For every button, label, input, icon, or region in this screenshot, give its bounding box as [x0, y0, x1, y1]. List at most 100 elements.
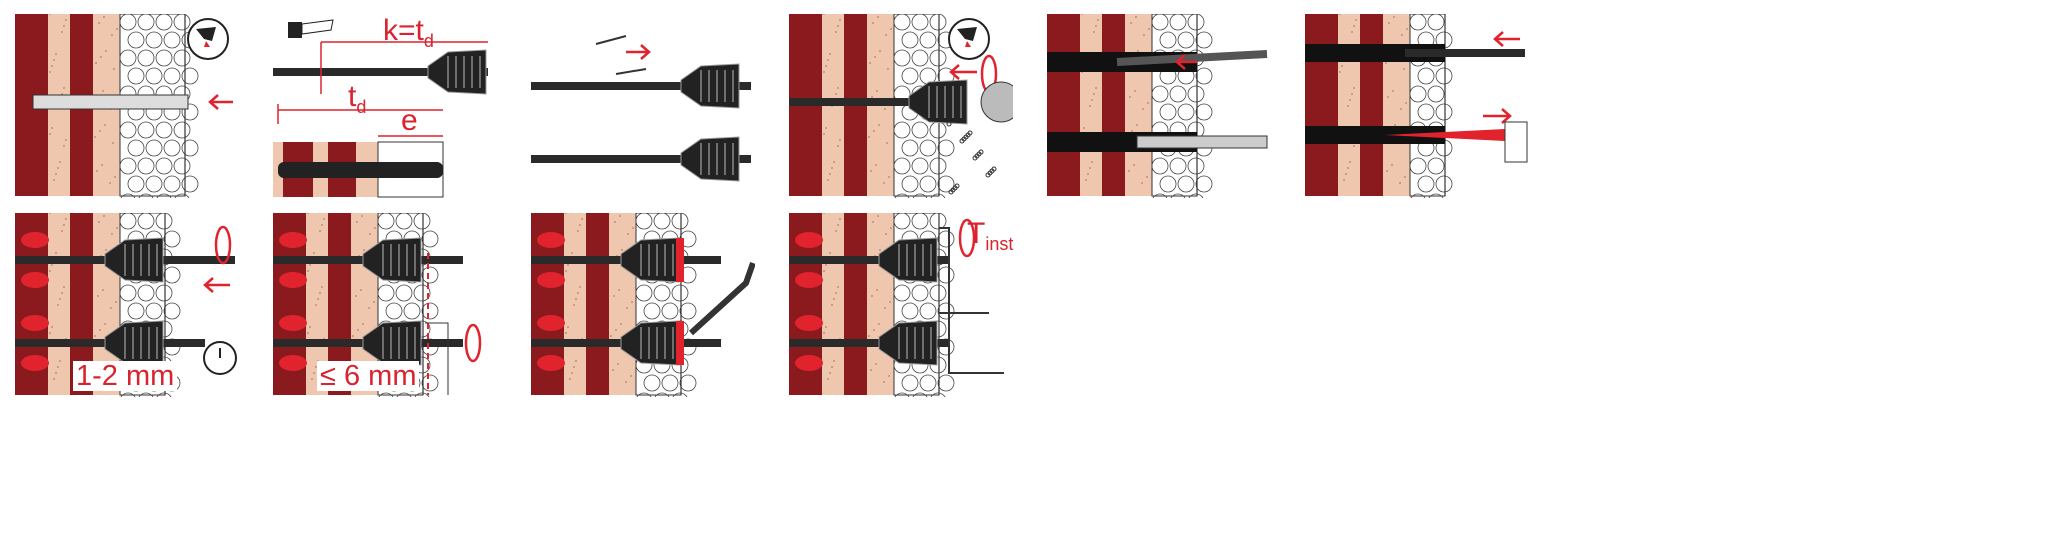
brick-speckle: [823, 14, 825, 15]
foam-bead: [173, 157, 191, 175]
foam-bead: [930, 392, 946, 397]
brick-speckle: [103, 215, 105, 217]
brick-layer: [867, 213, 894, 395]
brick-speckle: [627, 233, 629, 235]
brick-speckle: [575, 298, 577, 300]
foam-bead: [127, 302, 145, 320]
brick-speckle: [63, 224, 65, 226]
anchor-sleeve: [427, 49, 487, 95]
drill-hole: [1305, 44, 1445, 62]
brick-speckle: [1405, 102, 1407, 104]
brick-speckle: [96, 170, 98, 172]
brick-speckle: [1133, 164, 1135, 166]
brick-speckle: [99, 130, 101, 132]
brick-speckle: [839, 139, 841, 141]
foam-bead: [145, 67, 163, 85]
foam-bead: [395, 284, 413, 302]
step-5-panel: [1047, 14, 1271, 198]
brick-speckle: [53, 179, 55, 181]
foam-bead: [137, 157, 155, 175]
brick-speckle: [833, 298, 835, 300]
brick-speckle: [94, 335, 96, 337]
foam-bead: [635, 213, 653, 230]
step-3-drawing: [531, 35, 751, 182]
foam-bead: [1195, 67, 1213, 85]
foam-bead: [929, 157, 947, 175]
mortar-blob: [537, 232, 565, 248]
threaded-rod: [789, 98, 949, 106]
brick-speckle: [829, 372, 831, 374]
step-9-drawing: [531, 213, 755, 397]
foam-bead: [1410, 193, 1426, 198]
brick-speckle: [57, 304, 59, 306]
foam-bead: [937, 374, 955, 392]
brick-speckle: [632, 227, 634, 229]
foam-bead: [145, 302, 163, 320]
brick-speckle: [579, 224, 581, 226]
anchor-sleeve: [104, 237, 164, 283]
foam-bead: [930, 193, 946, 198]
foam-bead: [155, 14, 173, 31]
foam-bead: [1152, 193, 1168, 198]
foam-bead: [137, 213, 155, 230]
brick-speckle: [1097, 19, 1099, 21]
brick-speckle: [883, 381, 885, 383]
brick-speckle: [889, 301, 891, 303]
brick-speckle: [55, 53, 57, 55]
foam-bead: [1195, 31, 1213, 49]
foam-bead: [937, 230, 955, 248]
step-4-panel: [789, 14, 1013, 198]
brick-speckle: [825, 264, 827, 266]
foam-bead: [654, 392, 670, 397]
brick-layer: [844, 213, 867, 395]
brick-speckle: [363, 249, 365, 251]
brick-speckle: [871, 295, 873, 297]
foam-bead: [643, 302, 661, 320]
foam-bead: [937, 266, 955, 284]
brick-speckle: [1386, 170, 1388, 172]
brick-speckle: [1394, 124, 1396, 126]
brick-speckle: [103, 16, 105, 18]
foam-bead: [1427, 14, 1445, 31]
brick-speckle: [829, 53, 831, 55]
foam-bead: [414, 392, 430, 397]
brick-speckle: [872, 221, 874, 223]
mortar-fill: [676, 238, 684, 282]
foam-bead: [163, 302, 181, 320]
brush-icon: [980, 81, 1013, 123]
brick-speckle: [61, 93, 63, 95]
foam-bead: [1435, 67, 1453, 85]
drill-icon-tip: [204, 41, 210, 47]
brick-speckle: [374, 227, 376, 229]
anchor-cone: [427, 49, 487, 95]
brick-speckle: [878, 124, 880, 126]
brick-speckle: [837, 286, 839, 288]
threaded-rod: [273, 68, 488, 76]
brick-speckle: [569, 378, 571, 380]
foam-bead: [919, 31, 937, 49]
brick-speckle: [565, 213, 567, 214]
foam-bead: [155, 121, 173, 139]
rotate-arrow-icon: [203, 277, 230, 293]
brick-speckle: [883, 182, 885, 184]
brick-speckle: [63, 25, 65, 27]
masonry-wall: [1305, 14, 1453, 198]
brick-speckle: [630, 375, 632, 377]
brick-speckle: [617, 363, 619, 365]
brick-speckle: [868, 136, 870, 138]
brick-speckle: [1129, 96, 1131, 98]
brick-speckle: [61, 230, 63, 232]
brick-speckle: [874, 56, 876, 58]
foam-bead: [127, 31, 145, 49]
brick-speckle: [1135, 16, 1137, 18]
brick-speckle: [319, 230, 321, 232]
brick-speckle: [571, 252, 573, 254]
brick-speckle: [111, 233, 113, 235]
brick-speckle: [827, 59, 829, 61]
foam-bead: [893, 121, 911, 139]
brick-speckle: [65, 218, 67, 220]
saw-icon: [288, 22, 302, 38]
foam-bead: [1151, 14, 1169, 31]
drill-hole: [278, 162, 443, 178]
foam-bead: [1409, 157, 1427, 175]
